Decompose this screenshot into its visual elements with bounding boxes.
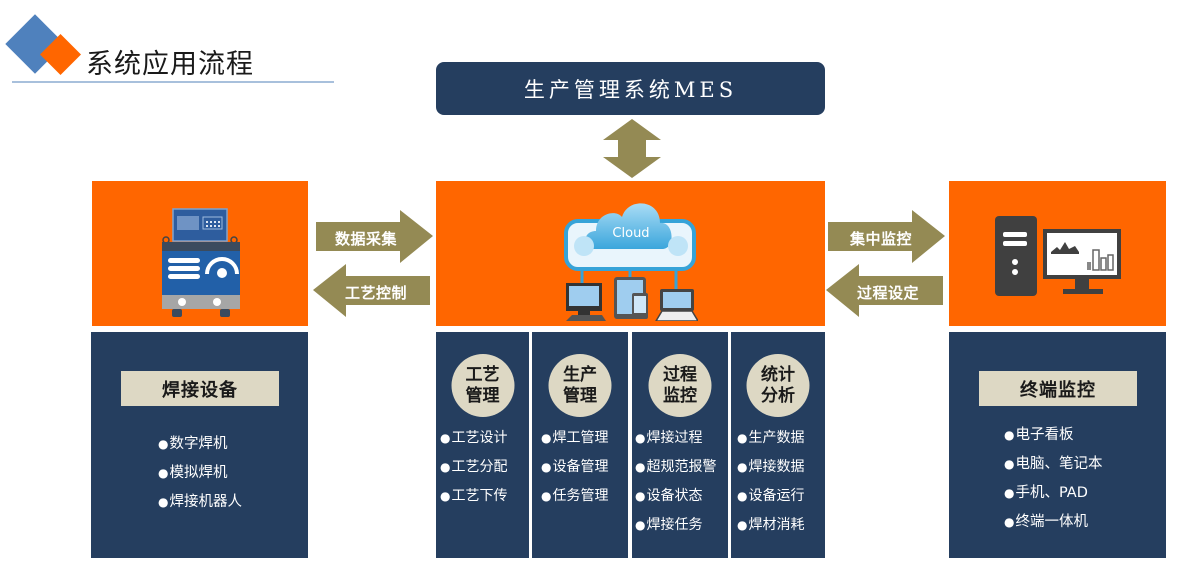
mes-label: 生产管理系统MES <box>523 77 738 102</box>
list-item: 工艺分配 <box>440 453 507 482</box>
welding-equipment-title: 焊接设备 <box>121 371 279 406</box>
welding-equipment-title-text: 焊接设备 <box>162 379 238 401</box>
terminal-monitor-panel: 终端监控 电子看板 电脑、笔记本 手机、PAD 终端一体机 <box>949 332 1166 558</box>
cloud-center-box: Cloud <box>436 181 825 326</box>
terminal-monitor-image-box <box>949 181 1166 326</box>
double-arrow-vertical-icon <box>603 119 661 178</box>
list-item: 设备状态 <box>635 482 716 511</box>
welding-equipment-list: 数字焊机 模拟焊机 焊接机器人 <box>158 430 242 517</box>
welding-equipment-panel: 焊接设备 数字焊机 模拟焊机 焊接机器人 <box>91 332 308 558</box>
list-item: 电脑、笔记本 <box>1004 450 1102 479</box>
welding-equipment-image-box <box>92 181 308 326</box>
arrow-left-process-control <box>313 264 430 317</box>
list-item: 电子看板 <box>1004 421 1102 450</box>
list-item: 焊材消耗 <box>737 511 804 540</box>
module-title-line: 监控 <box>663 385 697 406</box>
list-item: 焊接数据 <box>737 453 804 482</box>
process-control-label: 工艺控制 <box>345 284 408 302</box>
list-item: 模拟焊机 <box>158 459 242 488</box>
module-title-line: 过程 <box>663 364 697 385</box>
module-title-badge: 过程 监控 <box>648 354 712 417</box>
process-setting-label: 过程设定 <box>857 284 920 302</box>
list-item: 数字焊机 <box>158 430 242 459</box>
cloud-label: Cloud <box>612 226 649 241</box>
arrow-right-central-monitor <box>828 210 945 263</box>
welding-machine-icon <box>162 208 240 317</box>
module-title-line: 统计 <box>761 364 795 385</box>
module-items: 工艺设计 工艺分配 工艺下传 <box>440 424 507 511</box>
list-item: 手机、PAD <box>1004 479 1102 508</box>
terminal-monitor-list: 电子看板 电脑、笔记本 手机、PAD 终端一体机 <box>1004 421 1102 537</box>
module-items: 生产数据 焊接数据 设备运行 焊材消耗 <box>737 424 804 540</box>
terminal-monitor-title: 终端监控 <box>979 371 1137 406</box>
list-item: 任务管理 <box>541 482 608 511</box>
module-title-line: 管理 <box>465 385 500 406</box>
page-title: 系统应用流程 <box>86 49 254 80</box>
module-title-line: 管理 <box>563 385 597 406</box>
list-item: 焊接过程 <box>635 424 716 453</box>
module-process-management: 工艺 管理 工艺设计 工艺分配 工艺下传 <box>436 332 529 558</box>
list-item: 工艺设计 <box>440 424 507 453</box>
module-production-management: 生产 管理 焊工管理 设备管理 任务管理 <box>532 332 628 558</box>
list-item: 设备管理 <box>541 453 608 482</box>
data-collect-label: 数据采集 <box>335 230 398 248</box>
module-title-line: 分析 <box>761 385 795 406</box>
module-title-badge: 工艺 管理 <box>451 354 514 417</box>
list-item: 终端一体机 <box>1004 508 1102 537</box>
module-title-badge: 生产 管理 <box>548 354 612 417</box>
desktop-computer-icon <box>995 216 1121 296</box>
arrow-left-process-setting <box>826 264 943 317</box>
list-item: 工艺下传 <box>440 482 507 511</box>
module-items: 焊接过程 超规范报警 设备状态 焊接任务 <box>635 424 716 540</box>
list-item: 设备运行 <box>737 482 804 511</box>
module-process-monitoring: 过程 监控 焊接过程 超规范报警 设备状态 焊接任务 <box>632 332 728 558</box>
mes-system-box: 生产管理系统MES <box>436 62 825 115</box>
title-underline <box>12 81 334 83</box>
module-title-badge: 统计 分析 <box>746 354 810 417</box>
module-title-line: 工艺 <box>465 364 500 385</box>
list-item: 焊工管理 <box>541 424 608 453</box>
list-item: 生产数据 <box>737 424 804 453</box>
list-item: 焊接任务 <box>635 511 716 540</box>
cloud-devices-icon: Cloud <box>564 203 698 321</box>
module-statistical-analysis: 统计 分析 生产数据 焊接数据 设备运行 焊材消耗 <box>731 332 825 558</box>
arrow-right-data-collect <box>316 210 433 263</box>
module-items: 焊工管理 设备管理 任务管理 <box>541 424 608 511</box>
terminal-monitor-title-text: 终端监控 <box>1020 379 1096 401</box>
list-item: 焊接机器人 <box>158 488 242 517</box>
module-title-line: 生产 <box>563 364 597 385</box>
list-item: 超规范报警 <box>635 453 716 482</box>
central-monitor-label: 集中监控 <box>850 230 913 248</box>
